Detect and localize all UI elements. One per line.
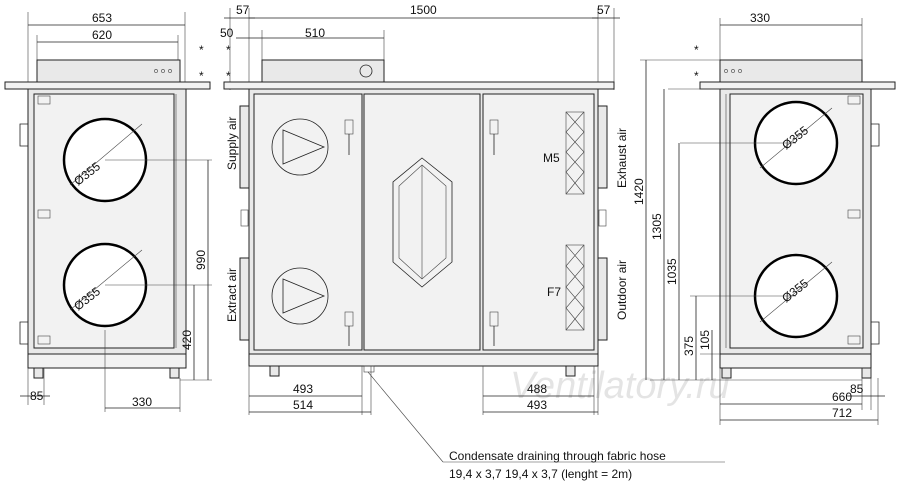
label-exhaust-air: Exhaust air (615, 128, 629, 188)
dim-1305: 1305 (650, 213, 664, 240)
filter-m5-icon (565, 111, 585, 195)
dim-514: 514 (293, 398, 313, 412)
dim-488: 488 (527, 382, 547, 396)
right-side-view: 330 * * Ø355 Ø355 1420 1305 1035 (632, 11, 896, 425)
dim-330-bottom: 330 (132, 395, 152, 409)
filter-f7-label: F7 (547, 285, 561, 299)
dim-57-right: 57 (597, 3, 611, 17)
condensate-sizes: 19,4 x 3,7 19,4 x 3,7 (lenght = 2m) (449, 467, 632, 481)
dim-493-right: 493 (527, 398, 547, 412)
star-mark: * (199, 69, 204, 83)
top-control-box (261, 59, 385, 83)
star-mark: * (199, 43, 204, 57)
control-knob-icon (359, 64, 373, 78)
star-mark: * (694, 43, 699, 57)
door-filter-section (482, 93, 595, 351)
dim-493-left: 493 (293, 382, 313, 396)
dim-660: 660 (832, 390, 852, 404)
front-view: 57 1500 57 50 510 * * (220, 3, 725, 481)
dim-375: 375 (682, 336, 696, 356)
dim-653: 653 (92, 11, 112, 25)
dim-712: 712 (832, 406, 852, 420)
dim-50: 50 (220, 26, 234, 40)
dim-1420: 1420 (632, 178, 646, 205)
dim-105: 105 (698, 330, 712, 350)
dim-1035: 1035 (665, 258, 679, 285)
left-side-view: 653 620 * * Ø355 Ø355 (4, 11, 212, 412)
extract-fan-icon (271, 267, 329, 325)
heat-exchanger-icon (392, 157, 453, 288)
dim-57-left: 57 (236, 3, 250, 17)
dim-85-right: 85 (850, 382, 864, 396)
top-connection-box (36, 59, 181, 83)
star-mark: * (694, 69, 699, 83)
dim-990: 990 (194, 250, 208, 270)
dim-330-top: 330 (750, 11, 770, 25)
condensate-title: Condensate draining through fabric hose (449, 449, 666, 463)
star-mark: * (226, 43, 231, 57)
dim-85-left: 85 (30, 389, 44, 403)
dim-420: 420 (180, 330, 194, 350)
door-fan-section (253, 93, 363, 351)
watermark: Ventilatory.ru (510, 365, 730, 407)
dim-510: 510 (305, 26, 325, 40)
filter-m5-label: M5 (543, 151, 560, 165)
label-supply-air: Supply air (225, 117, 239, 170)
supply-fan-icon (271, 118, 329, 176)
dim-620: 620 (92, 28, 112, 42)
filter-f7-icon (565, 244, 585, 331)
label-extract-air: Extract air (225, 268, 239, 322)
label-outdoor-air: Outdoor air (615, 260, 629, 320)
star-mark: * (226, 69, 231, 83)
dim-1500: 1500 (410, 3, 437, 17)
top-connection-box (719, 59, 863, 83)
